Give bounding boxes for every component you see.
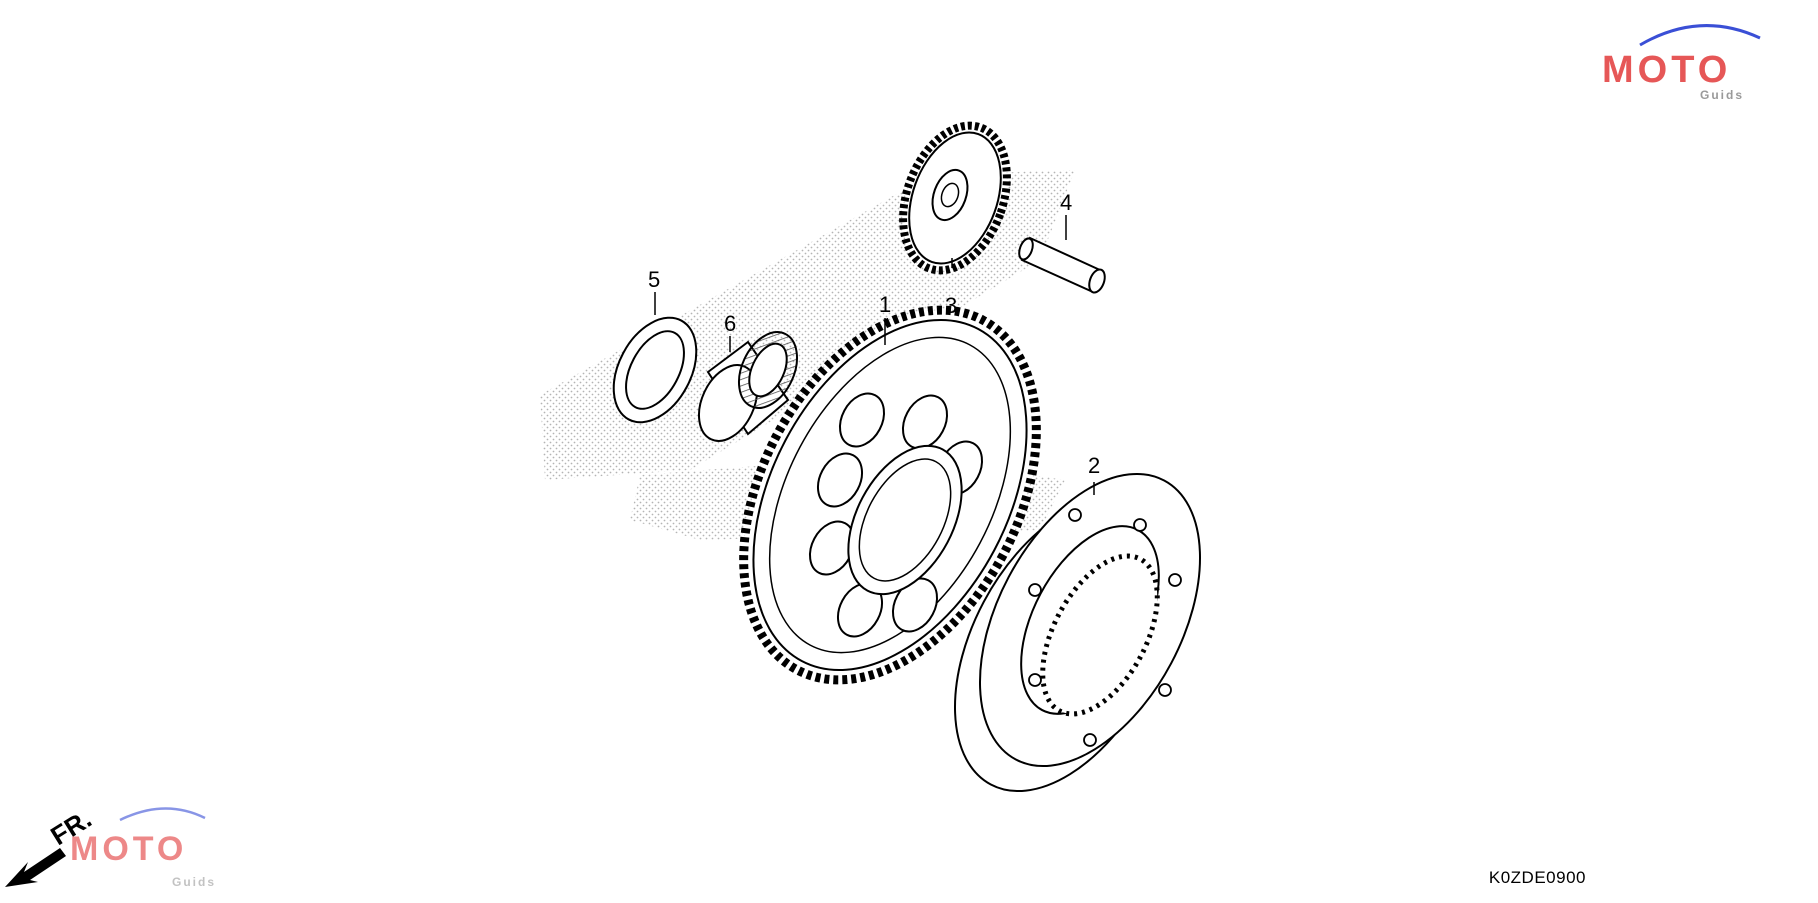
callout-1: 1 bbox=[879, 292, 891, 317]
one-way-clutch-part-2 bbox=[953, 472, 1202, 793]
callout-2: 2 bbox=[1088, 453, 1100, 478]
callout-3: 3 bbox=[945, 293, 957, 318]
callout-5: 5 bbox=[648, 267, 660, 292]
leader-lines bbox=[654, 215, 1095, 495]
front-arrow-icon bbox=[5, 848, 66, 887]
callout-6: 6 bbox=[724, 311, 736, 336]
needle-bearing-part-6 bbox=[697, 331, 799, 442]
logo-sub-text-small: Guids bbox=[172, 875, 216, 889]
callout-4: 4 bbox=[1060, 190, 1072, 215]
logo-sub-text: Guids bbox=[1700, 88, 1744, 102]
shaft-part-4 bbox=[1018, 236, 1106, 294]
thrust-washer-part-5 bbox=[612, 316, 698, 424]
moto-guids-logo-small: MOTO Guids bbox=[70, 807, 216, 889]
logo-brand-text: MOTO bbox=[1602, 49, 1731, 91]
moto-guids-logo: MOTO Guids bbox=[1602, 24, 1761, 102]
reduction-gear-part-3 bbox=[899, 121, 1011, 275]
logo-brand-text-small: MOTO bbox=[70, 830, 187, 868]
diagram-code: K0ZDE0900 bbox=[1488, 868, 1586, 887]
starter-driven-gear-part-1 bbox=[739, 305, 1041, 685]
